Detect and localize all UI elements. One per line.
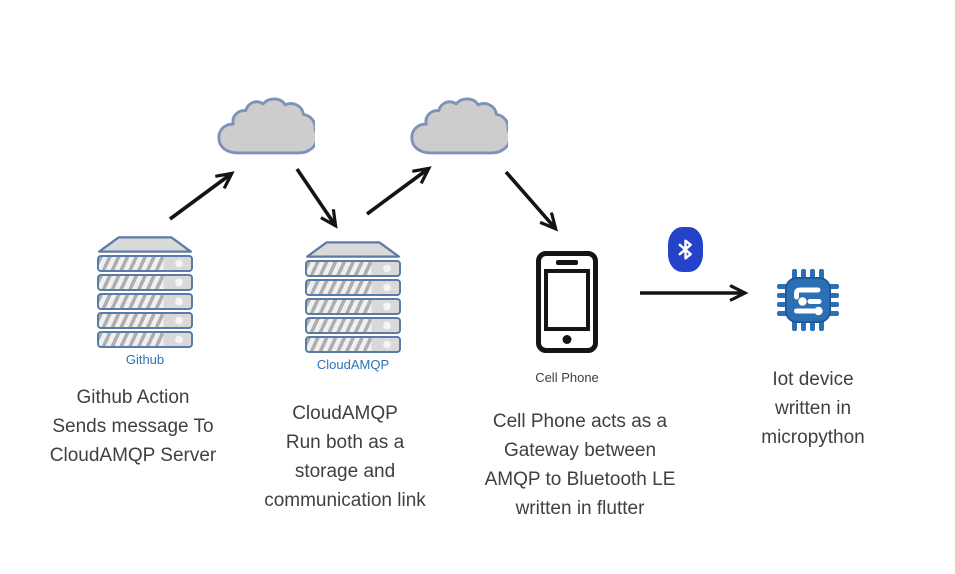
caption-line: AMQP to Bluetooth LE [484, 469, 676, 490]
caption-line: written in flutter [515, 498, 645, 519]
iot-chip-icon [777, 269, 839, 331]
caption-cell-phone: Cell Phone acts as a Gateway between AMQ… [450, 407, 710, 523]
phone-screen [544, 269, 590, 331]
server-unit [305, 317, 401, 334]
server-unit [97, 331, 193, 348]
cloud-icon [410, 97, 508, 155]
server-unit [97, 293, 193, 310]
cell-phone-label: Cell Phone [535, 370, 599, 385]
cloudamqp-server-node: CloudAMQP [303, 241, 403, 372]
caption-cloudamqp: CloudAMQP Run both as a storage and comm… [225, 399, 465, 515]
server-unit [305, 260, 401, 277]
github-server-label: Github [125, 352, 165, 367]
server-unit [97, 312, 193, 329]
caption-line: Github Action [76, 387, 190, 408]
smartphone-icon [536, 251, 598, 353]
caption-line: written in [774, 398, 852, 419]
cell-phone-node: Cell Phone [517, 251, 617, 385]
phone-home-button [562, 335, 572, 344]
cloudamqp-server-label: CloudAMQP [316, 357, 390, 372]
arrow-cloudamqp-to-cloud2 [365, 169, 428, 216]
arrow-cloud2-to-phone [504, 170, 555, 228]
arrow-cloud1-to-cloudamqp [295, 167, 335, 225]
server-lid [98, 236, 192, 253]
arrow-github-to-cloud1 [168, 174, 231, 221]
caption-line: communication link [264, 490, 426, 511]
caption-iot-device: Iot device written in micropython [718, 365, 908, 452]
server-unit [305, 279, 401, 296]
caption-github: Github Action Sends message To CloudAMQP… [13, 383, 253, 470]
caption-line: CloudAMQP [292, 403, 398, 424]
server-unit [305, 298, 401, 315]
server-lid [306, 241, 400, 258]
caption-line: Gateway between [503, 440, 657, 461]
bluetooth-icon [668, 227, 703, 272]
server-unit [97, 255, 193, 272]
server-stack-icon [95, 236, 195, 348]
phone-speaker [556, 260, 578, 265]
caption-line: Sends message To [52, 416, 214, 437]
caption-line: Cell Phone acts as a [492, 411, 668, 432]
cloud-icon [217, 97, 315, 155]
caption-line: Run both as a [285, 432, 405, 453]
server-stack-icon [303, 241, 403, 353]
caption-line: storage and [294, 461, 396, 482]
server-unit [305, 336, 401, 353]
server-unit [97, 274, 193, 291]
caption-line: micropython [761, 427, 865, 448]
github-server-node: Github [95, 236, 195, 367]
caption-line: CloudAMQP Server [49, 445, 217, 466]
caption-line: Iot device [772, 369, 854, 390]
